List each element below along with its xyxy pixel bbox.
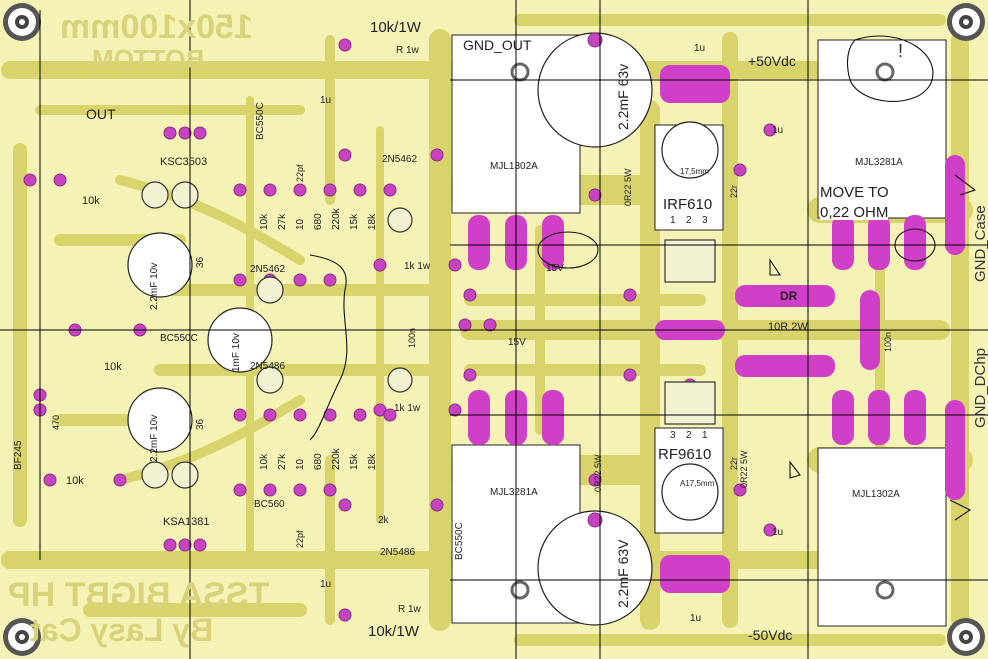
label-17mm-b: A17,5mm xyxy=(680,479,715,488)
label-r10k-a: 10k xyxy=(82,195,100,207)
label-cap-1u-b: 1u xyxy=(694,43,706,54)
label-out: OUT xyxy=(86,106,116,122)
label-bc550-b: BC550C xyxy=(255,102,266,140)
small-pads xyxy=(23,32,777,622)
label-pin-bottom-2: 2 xyxy=(686,430,692,441)
resistor-bank-top: 10k 27k 10 680 220k 15k 18k xyxy=(258,200,388,240)
label-r10k-c: 10k xyxy=(66,475,84,487)
label-2n5486-a: 2N5486 xyxy=(250,361,286,372)
label-r1k-a: 1k 1w xyxy=(404,261,431,272)
bank-top-r6: 18k xyxy=(367,213,378,230)
label-pin-bottom-3: 3 xyxy=(670,430,676,441)
label-cap-top: 2.2mF 63v xyxy=(615,63,631,130)
label-r2k: 2k xyxy=(378,515,389,526)
board-title-line1: TSSA BIGBT HP xyxy=(8,576,270,614)
note-resistor-bottom: 10k/1W xyxy=(368,623,419,640)
note-move-line1: MOVE TO xyxy=(820,184,889,201)
board-title-line2: By Lasy Cat xyxy=(30,612,214,648)
label-irf610: IRF610 xyxy=(663,196,713,213)
label-r22-a: 22r xyxy=(729,184,739,198)
label-gnd-out: GND_OUT xyxy=(463,37,532,53)
label-cap-1u-c: 1u xyxy=(772,125,784,136)
label-ksc3503: KSC3503 xyxy=(160,156,208,168)
label-2n5462-b: 2N5462 xyxy=(250,264,286,275)
bank-top-r0: 10k xyxy=(259,213,270,230)
label-ksa1381: KSA1381 xyxy=(163,516,210,528)
label-r10k-b: 10k xyxy=(104,361,122,373)
mounting-holes xyxy=(3,3,985,656)
label-bc560: BC560 xyxy=(254,499,285,510)
label-cap-100n-b: 100n xyxy=(883,331,893,352)
label-17mm-a: 17,5mm xyxy=(680,167,709,176)
label-cap-1u-e: 1u xyxy=(772,527,784,538)
bank-bottom-r6: 18k xyxy=(367,453,378,470)
bank-top-r5: 15k xyxy=(349,213,360,230)
note-move-line2: 0,22 OHM xyxy=(820,204,889,221)
label-cap-22pf-b: 22pf xyxy=(295,530,305,548)
note-exclamation: ! xyxy=(898,41,904,61)
label-vneg: -50Vdc xyxy=(748,627,793,643)
transistor-bodies xyxy=(141,181,716,489)
label-mjl1302-top: MJL1302A xyxy=(490,161,538,172)
label-r10r: 10R 2W xyxy=(768,321,808,333)
label-r022-b: 0R22 5W xyxy=(593,454,603,492)
bank-bottom-r1: 27k xyxy=(277,453,288,470)
bank-top-r1: 27k xyxy=(277,213,288,230)
capacitor-circles xyxy=(127,32,719,626)
label-gnd-case: GND_Case xyxy=(972,205,988,282)
bank-top-r3: 680 xyxy=(313,213,324,230)
label-r1k-b: 1k 1w xyxy=(394,403,421,414)
label-r1w-bottom: R 1w xyxy=(398,604,421,615)
label-cap-1u-f: 1u xyxy=(320,579,332,590)
bank-bottom-r3: 680 xyxy=(313,453,324,470)
board-side-label: BOTTOM xyxy=(92,44,205,74)
label-mjl3281-bottom: MJL3281A xyxy=(490,487,538,498)
label-r22-b: 22r xyxy=(729,456,739,470)
bank-bottom-r0: 10k xyxy=(259,453,270,470)
bank-bottom-r4: 220k xyxy=(331,448,342,470)
label-bc550-c: BC550C xyxy=(454,522,465,560)
board-size-label: 150x100mm xyxy=(60,8,253,46)
label-pin-top-1: 1 xyxy=(670,215,676,226)
label-bf245: BF245 xyxy=(13,440,24,470)
power-pads xyxy=(468,65,965,593)
label-mjl3281-top: MJL3281A xyxy=(855,157,903,168)
label-15v-a: 15V xyxy=(546,263,564,274)
label-pin-top-3: 3 xyxy=(702,215,708,226)
label-r022-a: 0R22 5W xyxy=(623,168,633,206)
label-r022-c: 0R22 5W xyxy=(739,450,749,488)
label-cap-bottom: 2.2mF 63V xyxy=(615,539,631,608)
label-cap-1u-a: 1u xyxy=(320,95,332,106)
label-r470: 470 xyxy=(51,414,61,430)
label-r36-b: 36 xyxy=(195,418,206,430)
label-15v-b: 15V xyxy=(508,337,526,348)
label-cap-left-bottom: 2.2mF 10v xyxy=(149,414,160,462)
label-gnd-dchp: GND_DChp xyxy=(972,347,988,428)
label-cap-100n: 100n xyxy=(407,327,417,348)
label-r1w-top: R 1w xyxy=(396,45,419,56)
label-vpos: +50Vdc xyxy=(748,53,796,69)
label-dr: DR xyxy=(780,289,798,303)
label-cap-1u-d: 1u xyxy=(690,613,702,624)
label-pin-top-2: 2 xyxy=(686,215,692,226)
label-bc550-a: BC550C xyxy=(160,333,198,344)
bank-bottom-r5: 15k xyxy=(349,453,360,470)
bank-bottom-r2: 10 xyxy=(295,458,306,470)
label-r36-a: 36 xyxy=(195,256,206,268)
bank-top-r2: 10 xyxy=(295,218,306,230)
label-cap-left-top: 2.2mF 10v xyxy=(149,262,160,310)
label-mjl1302-bottom: MJL1302A xyxy=(852,489,900,500)
label-irf9610: RF9610 xyxy=(658,446,712,463)
label-2n5486-b: 2N5486 xyxy=(380,547,416,558)
label-cap-22pf-a: 22pf xyxy=(295,164,305,182)
bank-top-r4: 220k xyxy=(331,208,342,230)
label-cap-1mf: 1mF 10v xyxy=(231,333,242,372)
label-2n5462-a: 2N5462 xyxy=(382,154,418,165)
label-pin-bottom-1: 1 xyxy=(702,430,708,441)
resistor-bank-bottom: 10k 27k 10 680 220k 15k 18k xyxy=(258,440,388,480)
note-resistor-top: 10k/1W xyxy=(370,19,421,36)
